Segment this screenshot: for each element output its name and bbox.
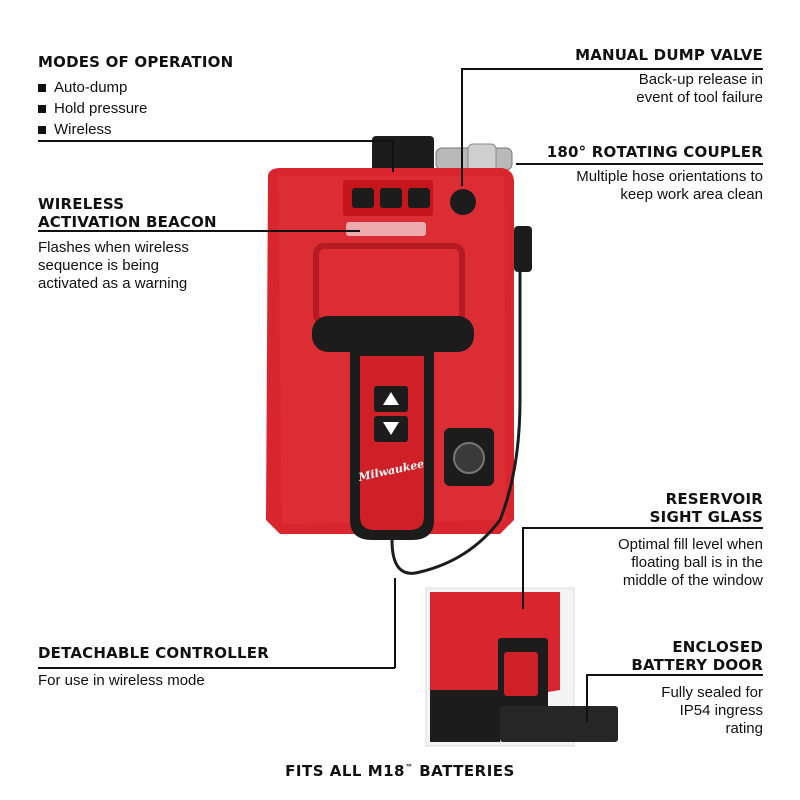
modes-callout: MODES OF OPERATION Auto-dump Hold pressu… (38, 53, 233, 140)
battery-door-desc-3: rating (725, 720, 763, 737)
bullet-square-icon (38, 125, 46, 134)
trademark-mark: ™ (405, 763, 414, 772)
beacon-heading-2: ACTIVATION BEACON (38, 213, 217, 231)
modes-item: Auto-dump (38, 77, 233, 98)
leader-controller-rise (394, 578, 396, 668)
footer-tagline: FITS ALL M18™ BATTERIES (0, 762, 800, 780)
leader-modes (38, 140, 393, 142)
coupler-callout: 180° ROTATING COUPLER Multiple hose orie… (547, 143, 763, 204)
footer-text-pre: FITS ALL M18 (285, 762, 405, 780)
battery-door-desc-2: IP54 ingress (679, 702, 763, 719)
dump-valve-callout: MANUAL DUMP VALVE Back-up release in eve… (575, 46, 763, 107)
battery-door-desc-1: Fully sealed for (661, 684, 763, 701)
leader-battery-door-drop (586, 674, 588, 722)
bullet-square-icon (38, 104, 46, 113)
controller-heading: DETACHABLE CONTROLLER (38, 644, 269, 662)
modes-heading: MODES OF OPERATION (38, 53, 234, 71)
beacon-desc-2: sequence is being (38, 257, 159, 274)
battery-door-callout: ENCLOSED BATTERY DOOR Fully sealed for I… (631, 638, 763, 738)
leader-beacon (38, 230, 360, 232)
leader-reservoir (522, 527, 763, 529)
dump-valve-desc-2: event of tool failure (636, 89, 763, 106)
mode-button-1 (352, 188, 374, 208)
reservoir-heading-2: SIGHT GLASS (649, 508, 763, 526)
controller-callout: DETACHABLE CONTROLLER For use in wireles… (38, 644, 269, 690)
leader-dump-valve (461, 68, 763, 70)
beacon-desc-3: activated as a warning (38, 275, 188, 292)
dump-valve-desc-1: Back-up release in (638, 71, 763, 88)
open-battery-door (500, 706, 618, 742)
coupler-heading: 180° ROTATING COUPLER (546, 143, 763, 161)
bullet-square-icon (38, 83, 46, 92)
reservoir-desc-1: Optimal fill level when (617, 536, 763, 553)
handle-grip (312, 316, 474, 352)
modes-item: Wireless (38, 119, 233, 140)
battery-door-heading-2: BATTERY DOOR (631, 656, 763, 674)
controller-cable (390, 250, 522, 575)
leader-battery-door (586, 674, 763, 676)
reservoir-callout: RESERVOIR SIGHT GLASS Optimal fill level… (618, 490, 763, 590)
coupler-desc-1: Multiple hose orientations to (576, 168, 763, 185)
leader-modes-drop (392, 140, 394, 172)
top-fitting (372, 136, 434, 174)
dump-valve-heading: MANUAL DUMP VALVE (575, 46, 763, 64)
controller-desc: For use in wireless mode (38, 672, 205, 689)
beacon-desc-1: Flashes when wireless (38, 239, 189, 256)
reservoir-heading-1: RESERVOIR (665, 490, 763, 508)
battery-door-heading-1: ENCLOSED (672, 638, 763, 656)
mode-button-3 (408, 188, 430, 208)
mode-button-2 (380, 188, 402, 208)
leader-coupler (516, 163, 763, 165)
activation-beacon (346, 222, 426, 236)
footer-text-post: BATTERIES (413, 762, 515, 780)
coupler-desc-2: keep work area clean (620, 186, 763, 203)
modes-item: Hold pressure (38, 98, 233, 119)
leader-dump-valve-drop (461, 68, 463, 186)
reservoir-desc-3: middle of the window (622, 572, 763, 589)
dump-valve-knob (450, 189, 476, 215)
reservoir-desc-2: floating ball is in the (631, 554, 763, 571)
hose-hook (514, 226, 532, 272)
modes-list: Auto-dump Hold pressure Wireless (38, 77, 233, 140)
leader-reservoir-drop (522, 527, 524, 609)
beacon-callout: WIRELESS ACTIVATION BEACON Flashes when … (38, 195, 217, 293)
leader-controller (38, 667, 395, 669)
beacon-heading-1: WIRELESS (38, 195, 125, 213)
